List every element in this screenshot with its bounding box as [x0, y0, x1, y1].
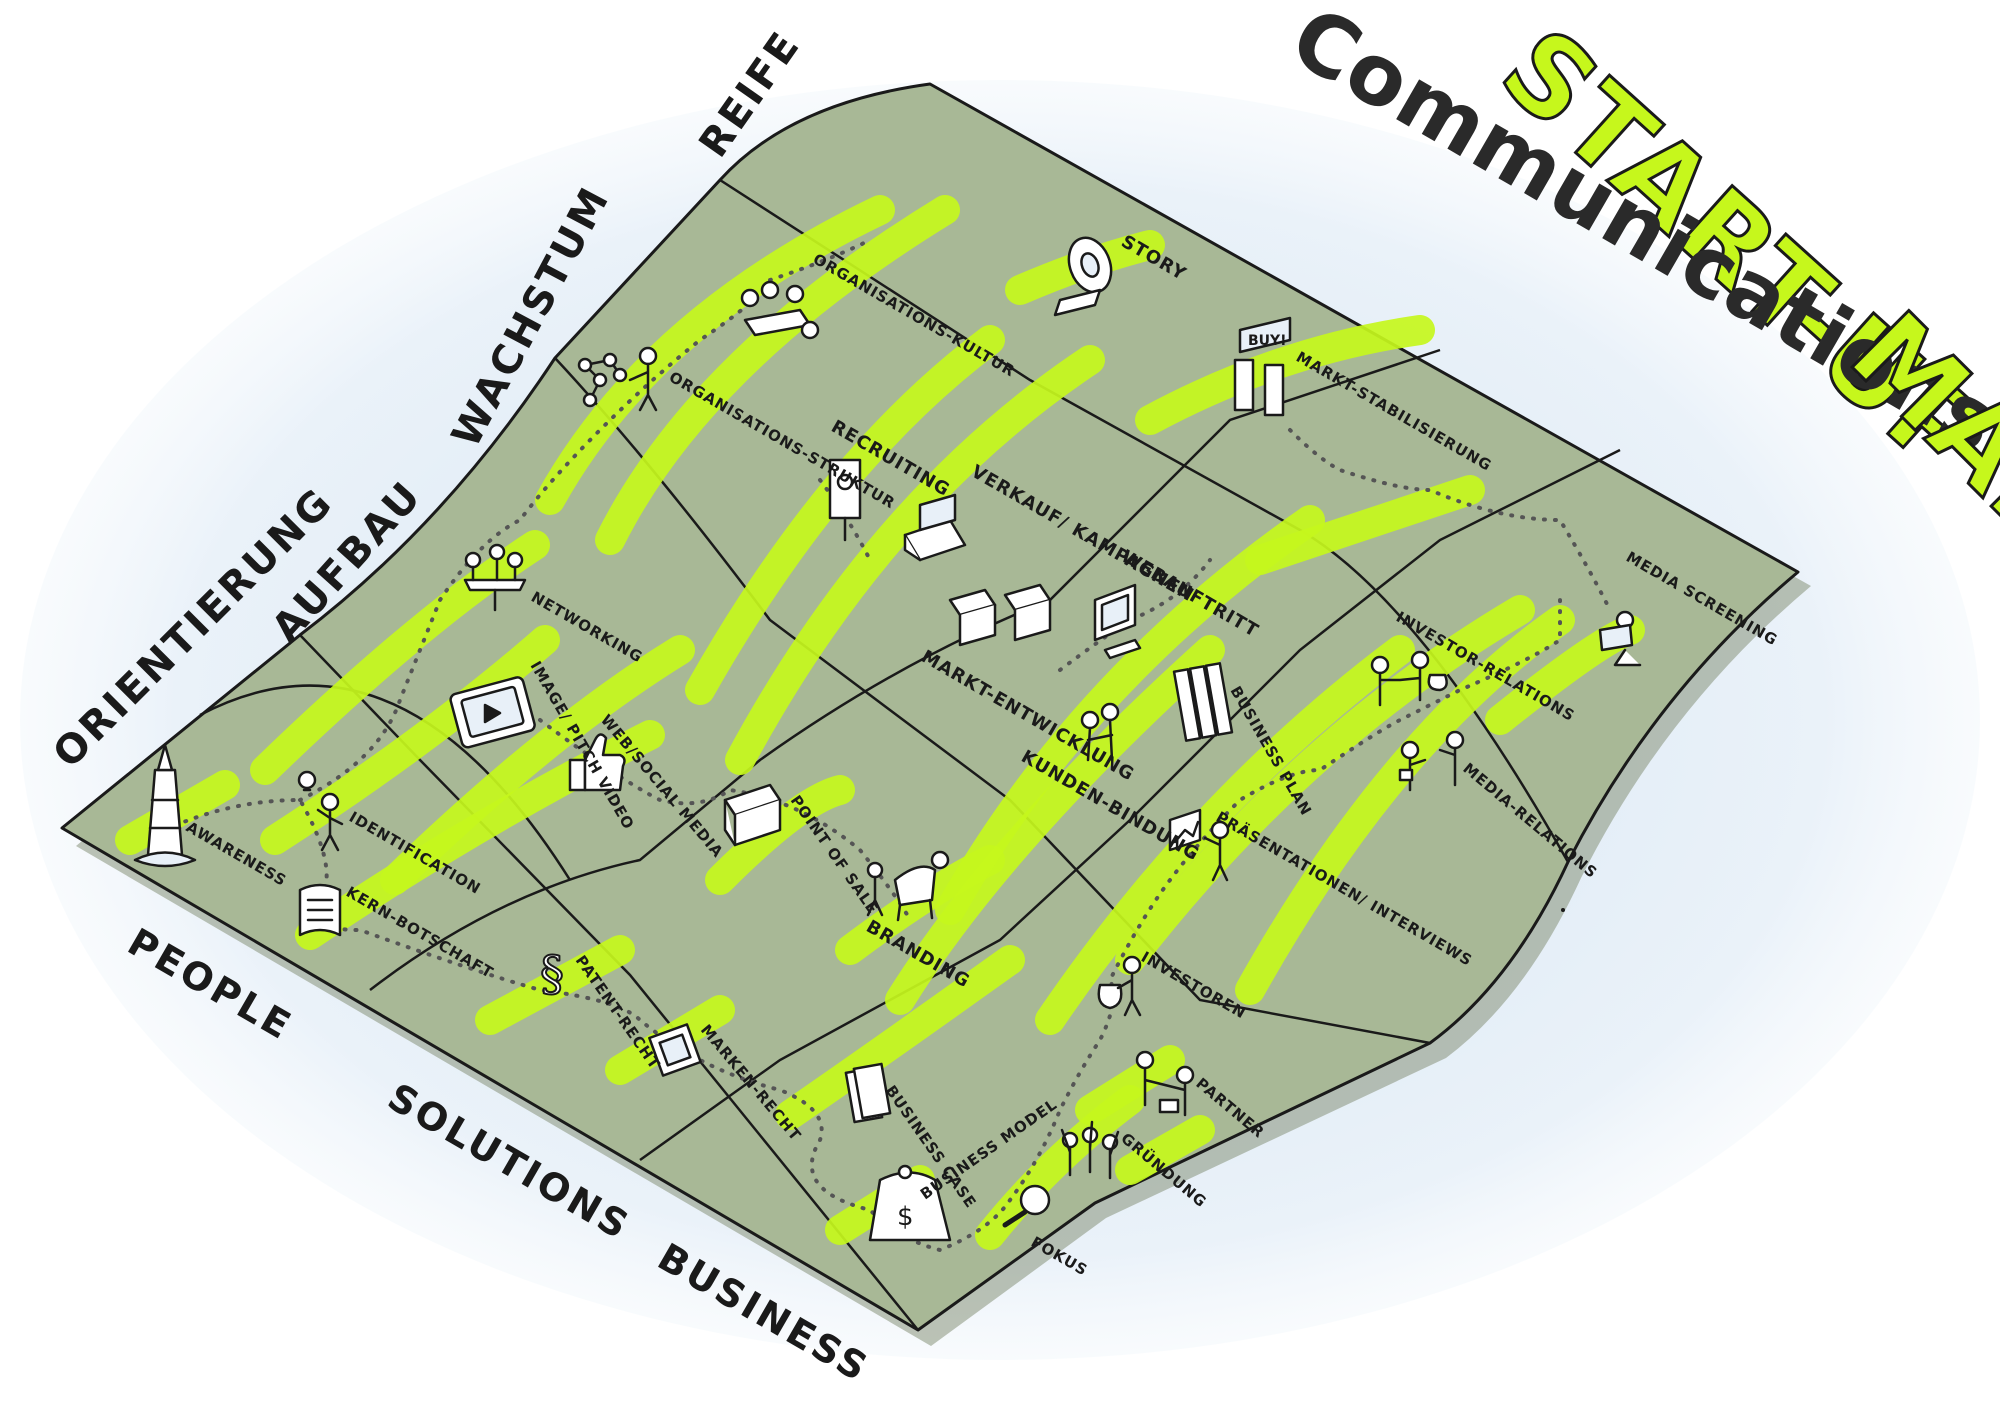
highlight-strokes — [115, 195, 1645, 1250]
svg-text:BUY!: BUY! — [1248, 333, 1287, 349]
investor-exchange-icon — [1370, 650, 1448, 707]
buy-pillars-icon: BUY! — [1233, 316, 1292, 417]
grid-line — [554, 357, 1431, 1045]
binders-icon — [1172, 662, 1234, 742]
highlight-stroke — [1115, 1115, 1215, 1185]
stray-dot — [1561, 908, 1565, 912]
highlight-stroke — [705, 775, 855, 895]
paragraph-icon: § — [539, 945, 565, 1003]
highlight-stroke — [250, 530, 550, 785]
person-with-lightbulb-icon — [297, 770, 344, 852]
highlight-stroke — [725, 345, 1105, 775]
highlight-stroke — [975, 1085, 1145, 1250]
hugging-people-icon — [1080, 702, 1120, 762]
highlight-stroke — [1035, 635, 1415, 1035]
milestone-icons: § — [133, 236, 1642, 1242]
stamp-icon — [648, 1023, 702, 1077]
org-network-icon — [577, 346, 658, 412]
celebrating-team-icon — [1060, 1120, 1120, 1180]
money-bell-icon: $ — [868, 1164, 952, 1242]
branded-cow-icon — [866, 850, 950, 922]
highlight-stroke — [260, 625, 560, 855]
computer-icon — [1093, 583, 1142, 660]
scroll-icon — [298, 883, 342, 937]
highlight-stroke — [885, 635, 1225, 1015]
shops-icon — [948, 583, 1052, 647]
film-reel-icon — [1053, 236, 1113, 317]
highlight-stroke — [475, 935, 635, 1035]
highlight-stroke — [595, 195, 960, 555]
money-bag-person-icon — [1097, 955, 1142, 1017]
highlight-stroke — [1075, 1045, 1185, 1125]
lighthouse-icon — [133, 743, 197, 868]
highlight-stroke — [1135, 315, 1435, 435]
highlight-stroke — [380, 635, 695, 895]
presenter-icon — [1168, 808, 1230, 882]
svg-text:§: § — [540, 946, 564, 1002]
newspaper-reader-icon — [1598, 610, 1642, 667]
video-player-icon — [449, 676, 536, 749]
highlight-stroke — [1115, 595, 1535, 975]
wanted-poster-icon — [828, 458, 862, 542]
magnifier-icon — [1002, 1184, 1051, 1228]
highlight-stroke — [775, 945, 1025, 1130]
grid-line — [639, 448, 1621, 1162]
team-meeting-icon — [740, 280, 820, 340]
svg-text:$: $ — [897, 1202, 914, 1232]
reporters-icon — [1398, 730, 1465, 792]
thumbs-up-icon — [568, 733, 626, 792]
people-at-table-icon — [463, 543, 527, 612]
market-stall-icon — [723, 783, 782, 847]
documents-icon — [844, 1062, 892, 1124]
handshake-icon — [1135, 1050, 1195, 1117]
highlight-stroke — [535, 195, 895, 515]
highlight-stroke — [1235, 605, 1575, 1005]
cash-register-icon — [903, 493, 967, 562]
